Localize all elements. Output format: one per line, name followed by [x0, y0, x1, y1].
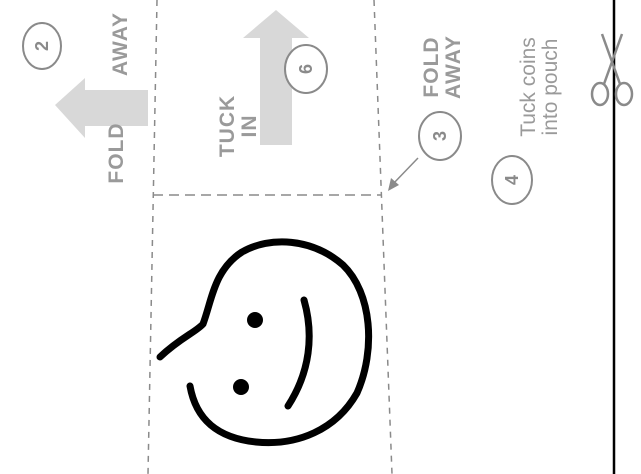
fold-line-right	[374, 0, 392, 474]
step-6-label-line-2: IN	[239, 86, 261, 166]
pointer-line	[392, 158, 418, 185]
step-4-label: Tuck coins into pouch	[518, 22, 562, 152]
step-2-label-top: AWAY	[110, 9, 132, 79]
step-3-label-line-2: AWAY	[443, 27, 465, 107]
smiley-eye-icon	[233, 379, 249, 395]
step-6-label: TUCK IN	[217, 86, 261, 166]
step-3-label: FOLD AWAY	[421, 27, 465, 107]
smiley-eye-icon	[247, 312, 263, 328]
step-4-label-line-1: Tuck coins	[518, 22, 540, 152]
step-2-label-bottom: FOLD	[106, 118, 128, 188]
step-3-number: 3	[430, 131, 450, 141]
step-2-number: 2	[32, 41, 52, 51]
step-6-number: 6	[296, 64, 316, 74]
fold-line-left	[148, 0, 157, 474]
step-3-label-line-1: FOLD	[421, 27, 443, 107]
scissors-icon	[592, 34, 632, 105]
step-4-label-line-2: into pouch	[540, 22, 562, 152]
fold-away-arrow-icon	[55, 78, 148, 138]
smiley-face-icon	[160, 242, 369, 443]
step-6-label-line-1: TUCK	[217, 86, 239, 166]
step-4-number: 4	[502, 175, 522, 185]
